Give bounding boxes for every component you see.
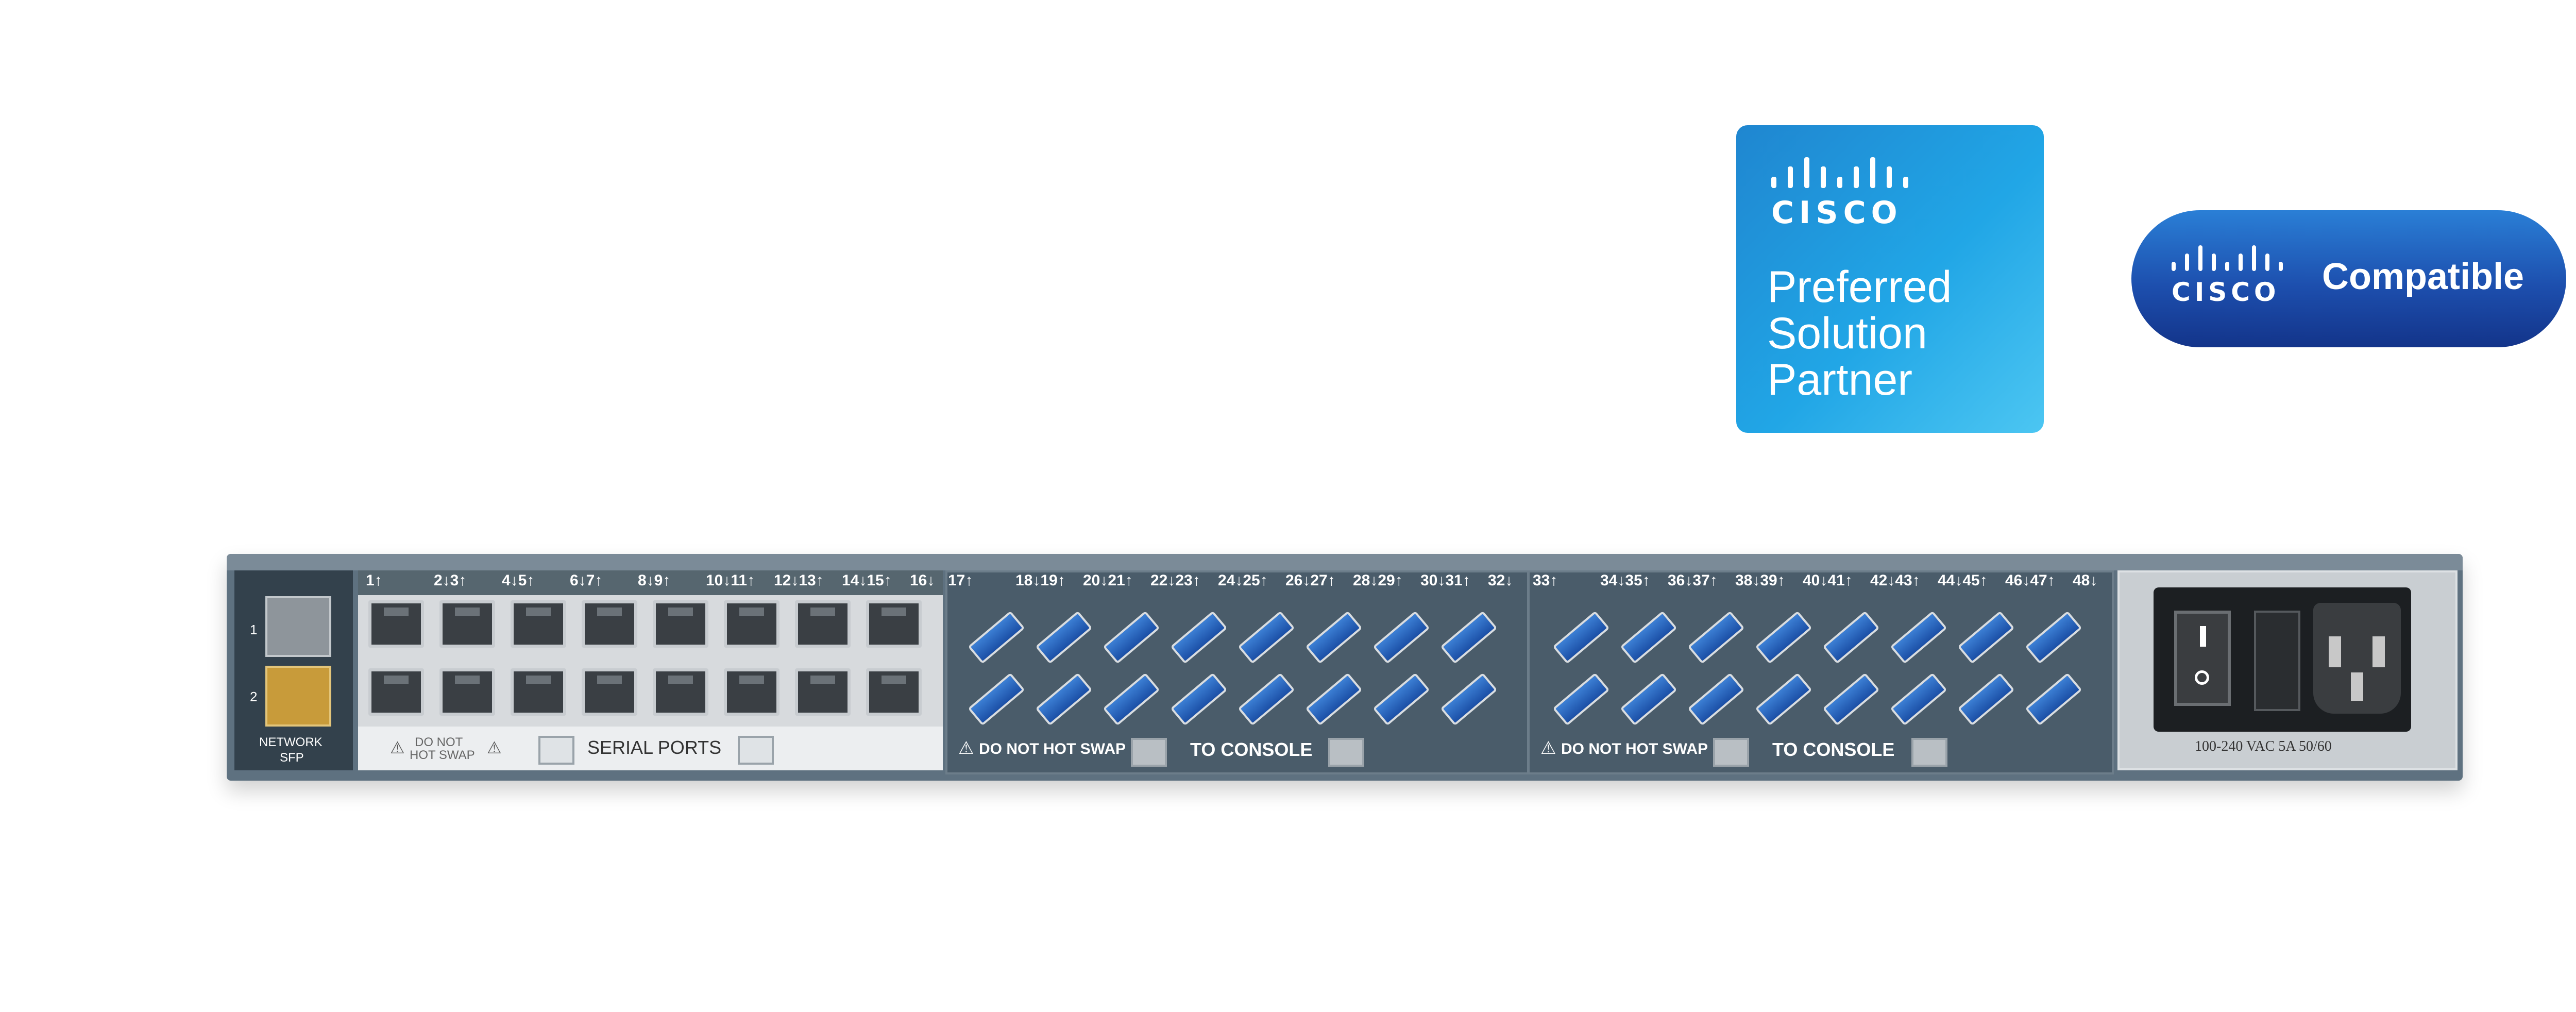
usb2-port-label-1: 33↑: [1533, 572, 1558, 589]
usb-module-2: [1528, 570, 2114, 774]
usb1-port-label-5: 24↓25↑: [1218, 572, 1268, 589]
rj45-serial-port[interactable]: [511, 600, 566, 648]
usb1-port-label-4: 22↓23↑: [1150, 572, 1200, 589]
rj45-serial-port[interactable]: [368, 668, 424, 716]
power-rating-label: 100-240 VAC 5A 50/60: [2195, 738, 2332, 754]
usb1-warning-label: DO NOT HOT SWAP: [979, 740, 1126, 757]
rj45-port-label-7: 12↓13↑: [774, 572, 824, 589]
compatible-label: Compatible: [2322, 256, 2524, 297]
usb1-release-tab-right[interactable]: [1328, 738, 1364, 767]
inlet-pin-ground: [2351, 672, 2363, 701]
cisco-logo-bars-icon: [1771, 157, 1908, 188]
rj45-serial-port[interactable]: [795, 600, 851, 648]
serial-release-tab-left[interactable]: [538, 736, 574, 765]
badge-line-preferred: Preferred: [1767, 262, 1952, 312]
rj45-serial-port[interactable]: [653, 668, 708, 716]
usb2-release-tab-right[interactable]: [1911, 738, 1947, 767]
usb1-port-label-7: 28↓29↑: [1353, 572, 1403, 589]
rj45-serial-port[interactable]: [866, 600, 922, 648]
rj45-serial-port[interactable]: [368, 600, 424, 648]
serial-warning-line1: DO NOT: [415, 735, 463, 749]
usb2-to-console-label: TO CONSOLE: [1772, 739, 1895, 760]
sfp-cage-2[interactable]: [265, 666, 331, 727]
usb2-warning-label: DO NOT HOT SWAP: [1561, 740, 1708, 757]
rj45-port-label-6: 10↓11↑: [706, 572, 755, 589]
inlet-pin-left: [2329, 636, 2341, 667]
usb1-port-label-8: 30↓31↑: [1420, 572, 1470, 589]
sfp-port-2-marker: 2: [250, 689, 258, 704]
sfp-cage-1[interactable]: [265, 596, 331, 657]
badge-line-solution: Solution: [1767, 309, 1927, 358]
usb1-port-label-1: 17↑: [948, 572, 973, 589]
usb1-port-label-3: 20↓21↑: [1083, 572, 1133, 589]
usb2-port-label-8: 46↓47↑: [2005, 572, 2055, 589]
warning-icon: ⚠: [390, 738, 405, 757]
usb2-release-tab-left[interactable]: [1713, 738, 1749, 767]
rj45-serial-port[interactable]: [795, 668, 851, 716]
rj45-serial-port[interactable]: [866, 668, 922, 716]
rj45-port-label-3: 4↓5↑: [502, 572, 535, 589]
warning-icon: ⚠: [487, 738, 502, 757]
cisco-wordmark: CISCO: [1771, 195, 1903, 231]
rj45-port-label-9: 16↓: [910, 572, 935, 589]
sfp-section: 1 2 NETWORK SFP: [234, 570, 353, 770]
warning-icon: ⚠: [958, 738, 974, 758]
rj45-serial-port[interactable]: [724, 600, 779, 648]
usb1-port-label-2: 18↓19↑: [1015, 572, 1065, 589]
rj45-port-label-4: 6↓7↑: [570, 572, 603, 589]
cisco-preferred-solution-partner-badge: CISCO Preferred Solution Partner: [1736, 125, 2044, 433]
usb2-port-label-7: 44↓45↑: [1938, 572, 1988, 589]
rj45-port-label-8: 14↓15↑: [842, 572, 892, 589]
rj45-serial-port[interactable]: [439, 600, 495, 648]
usb-module-1: [945, 570, 1529, 774]
usb2-port-label-6: 42↓43↑: [1870, 572, 1920, 589]
warning-icon: ⚠: [1540, 738, 1556, 758]
cisco-compatible-badge: CISCO Compatible: [2131, 210, 2566, 347]
serial-release-tab-right[interactable]: [738, 736, 774, 765]
usb1-release-tab-left[interactable]: [1131, 738, 1167, 767]
sfp-label: SFP: [280, 751, 304, 765]
rj45-port-label-5: 8↓9↑: [638, 572, 671, 589]
usb2-port-label-2: 34↓35↑: [1600, 572, 1650, 589]
usb2-port-label-4: 38↓39↑: [1735, 572, 1785, 589]
inlet-pin-right: [2372, 636, 2385, 667]
serial-ports-label: SERIAL PORTS: [587, 737, 722, 758]
rj45-serial-port[interactable]: [724, 668, 779, 716]
usb1-to-console-label: TO CONSOLE: [1190, 739, 1313, 760]
rj45-serial-port[interactable]: [511, 668, 566, 716]
serial-ports-bottom-strip: [358, 727, 943, 770]
network-label: NETWORK: [259, 735, 323, 749]
rj45-serial-port[interactable]: [582, 668, 637, 716]
serial-warning-line2: HOT SWAP: [410, 748, 475, 762]
usb2-port-label-5: 40↓41↑: [1803, 572, 1853, 589]
rj45-serial-port[interactable]: [653, 600, 708, 648]
usb2-port-label-3: 36↓37↑: [1668, 572, 1718, 589]
rj45-serial-port[interactable]: [439, 668, 495, 716]
iec-power-inlet[interactable]: [2313, 603, 2401, 714]
rj45-port-label-2: 2↓3↑: [434, 572, 467, 589]
chassis-top-edge: [227, 554, 2463, 570]
fuse-holder[interactable]: [2254, 611, 2300, 711]
power-on-mark-icon: [2200, 626, 2206, 647]
usb2-port-label-9: 48↓: [2073, 572, 2098, 589]
power-off-mark-icon: [2195, 670, 2209, 685]
rj45-port-label-1: 1↑: [366, 572, 382, 589]
usb1-port-label-6: 26↓27↑: [1285, 572, 1335, 589]
cisco-wordmark: CISCO: [2172, 277, 2280, 307]
usb1-port-label-9: 32↓: [1488, 572, 1513, 589]
cisco-logo-bars-icon: [2172, 245, 2283, 271]
power-switch[interactable]: [2174, 611, 2231, 706]
sfp-port-1-marker: 1: [250, 622, 258, 637]
badge-line-partner: Partner: [1767, 355, 1913, 404]
rj45-serial-port[interactable]: [582, 600, 637, 648]
